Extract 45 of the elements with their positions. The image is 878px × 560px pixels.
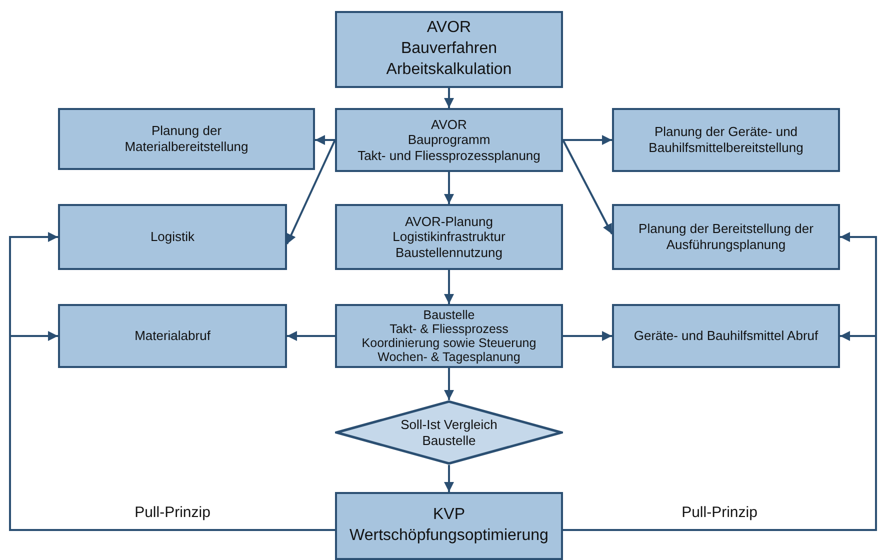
box-text: Baustelle bbox=[423, 308, 475, 322]
arrow bbox=[286, 140, 336, 244]
box-text: Baustellennutzung bbox=[396, 244, 502, 260]
process-box bbox=[612, 204, 840, 270]
process-box bbox=[335, 108, 563, 172]
arrow bbox=[444, 368, 454, 400]
process-box bbox=[58, 304, 287, 368]
box-text: Wochen- & Tagesplanung bbox=[378, 350, 520, 364]
box-text: Bauprogramm bbox=[408, 132, 490, 148]
arrow bbox=[287, 331, 335, 341]
box-text: Logistikinfrastruktur bbox=[392, 229, 506, 245]
box-text: Planung der Materialbereitstellung bbox=[124, 123, 250, 155]
box-text: AVOR-Planung bbox=[405, 214, 493, 230]
box-text: Wertschöpfungsoptimierung bbox=[350, 526, 548, 546]
arrow bbox=[444, 172, 454, 204]
box-text: Planung der Geräte- und Bauhilfsmittelbereitstellung bbox=[648, 124, 804, 156]
box-text: AVOR bbox=[426, 18, 472, 38]
box-text: Arbeitskalkulation bbox=[386, 60, 512, 80]
box-text: Bauverfahren bbox=[400, 39, 498, 60]
arrow bbox=[563, 135, 612, 145]
arrow bbox=[444, 465, 454, 492]
process-box bbox=[335, 11, 563, 88]
box-text: Takt- & Fliessprozess bbox=[390, 322, 508, 336]
arrow bbox=[563, 331, 612, 341]
box-text: Koordinierung sowie Steuerung bbox=[362, 336, 536, 350]
process-box bbox=[58, 108, 315, 170]
process-box bbox=[335, 204, 563, 270]
arrow bbox=[315, 135, 335, 145]
arrow bbox=[444, 270, 454, 304]
process-box bbox=[335, 492, 563, 560]
box-text: KVP bbox=[432, 505, 465, 526]
box-text: Geräte- und Bauhilfsmittel Abruf bbox=[634, 328, 818, 344]
box-text: AVOR bbox=[431, 116, 467, 132]
decision-diamond bbox=[335, 400, 563, 465]
box-text: Takt- und Fliessprozessplanung bbox=[358, 148, 540, 164]
box-text: Materialabruf bbox=[134, 328, 210, 344]
process-box bbox=[58, 204, 287, 270]
process-box bbox=[612, 108, 840, 172]
arrow bbox=[562, 140, 613, 234]
process-box bbox=[612, 304, 840, 368]
box-text: Planung der Bereitstellung der Ausführungsplanung bbox=[638, 221, 814, 253]
box-text: Logistik bbox=[150, 229, 195, 245]
process-box bbox=[335, 304, 563, 368]
arrow bbox=[444, 88, 454, 108]
box-text: Soll-Ist Vergleich Baustelle bbox=[400, 416, 498, 448]
